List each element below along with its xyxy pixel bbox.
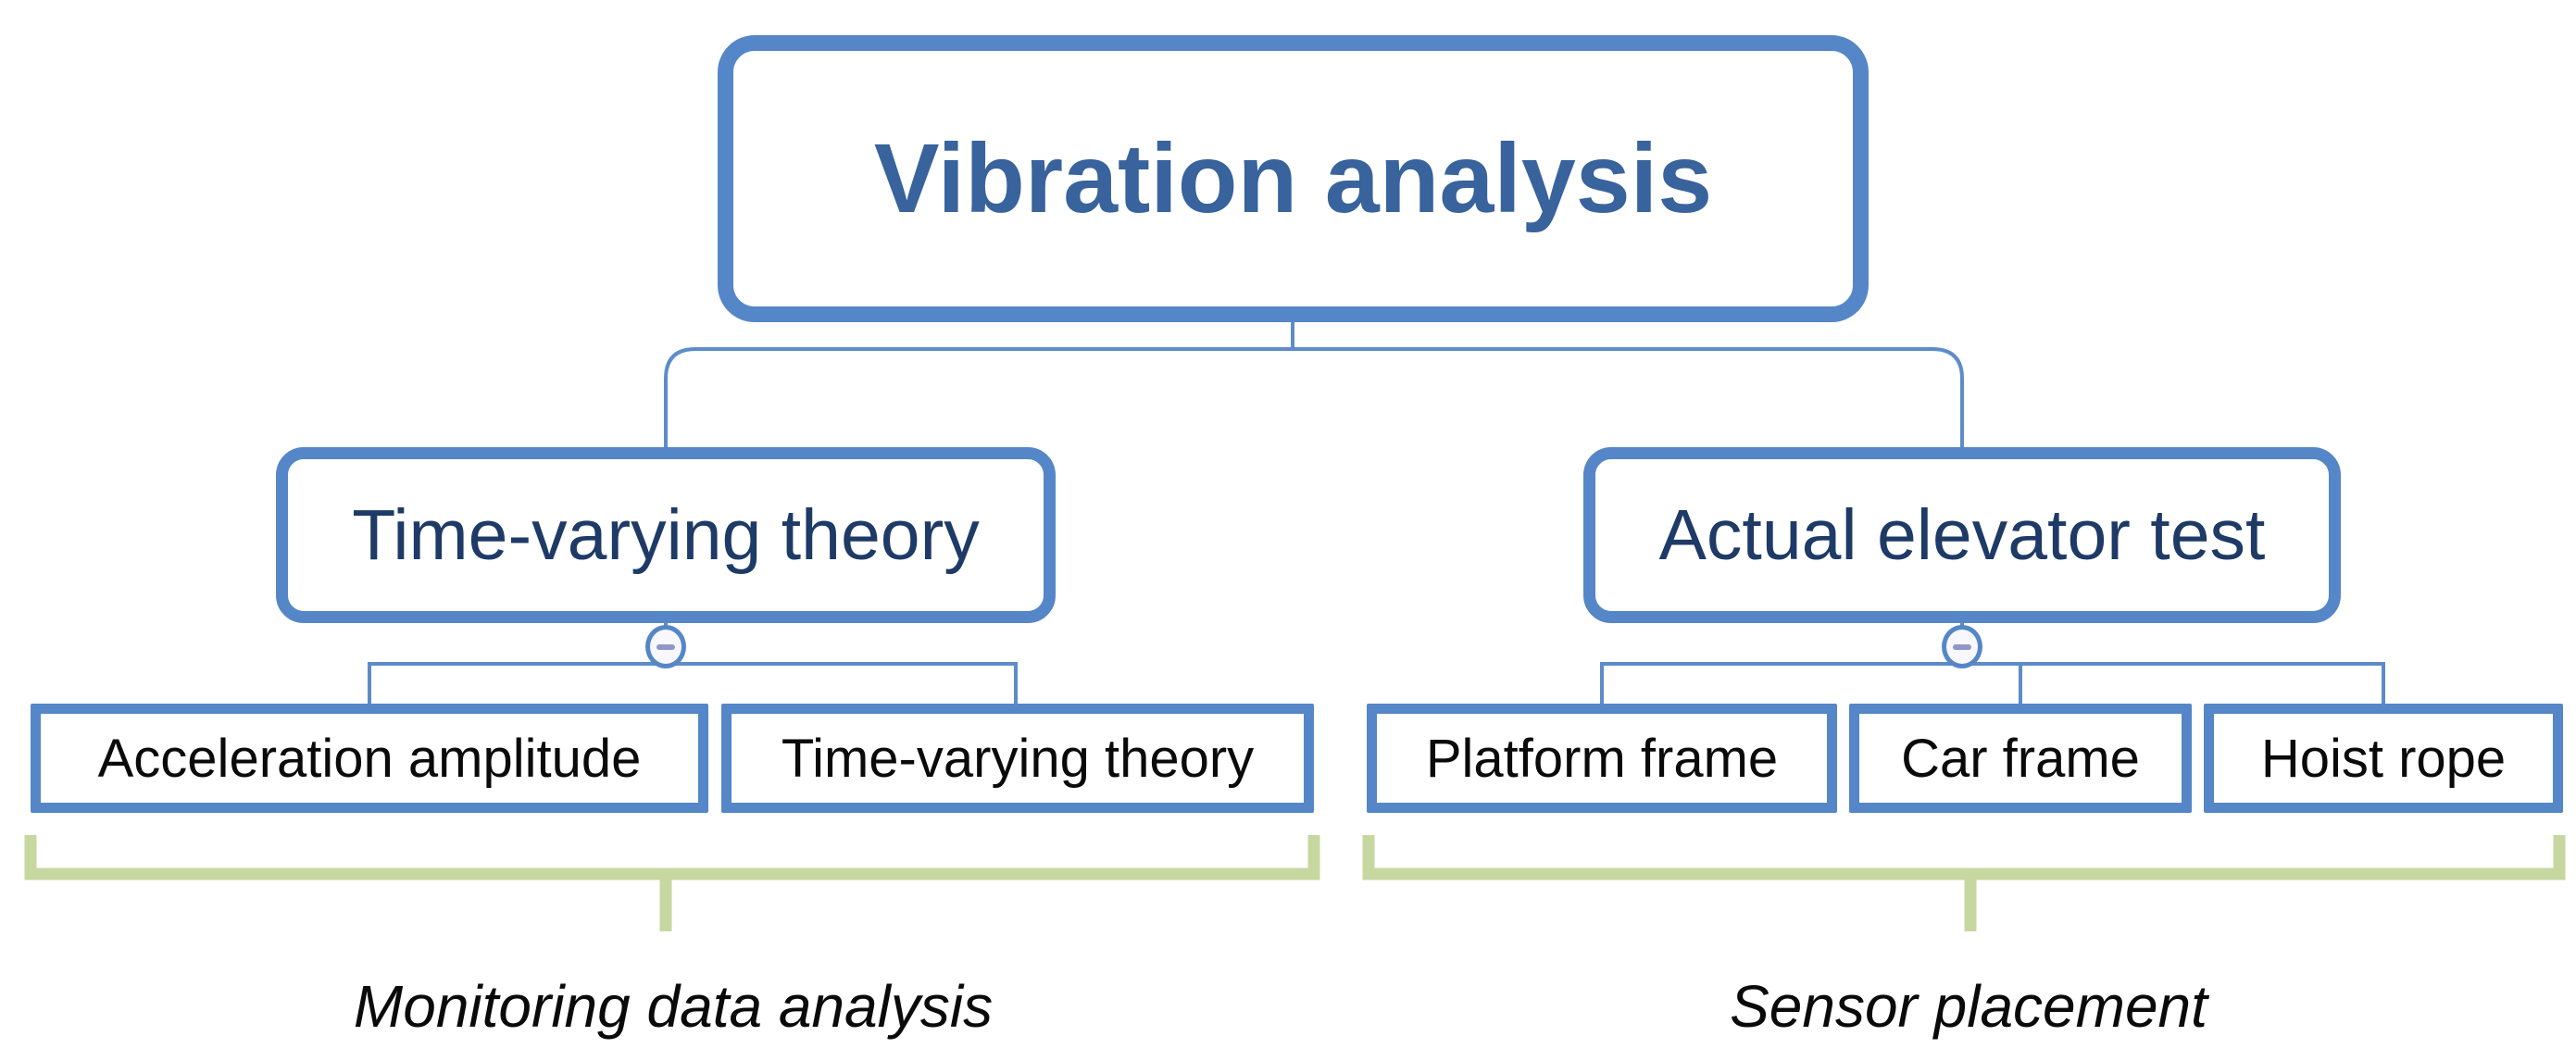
node-actual-elevator-test[interactable]: Actual elevator test	[1583, 447, 2341, 623]
node-platform-frame[interactable]: Platform frame	[1367, 704, 1837, 813]
node-car-frame[interactable]: Car frame	[1849, 704, 2192, 813]
left-branch-rail	[368, 662, 1018, 704]
node-acceleration-amplitude[interactable]: Acceleration amplitude	[31, 704, 708, 813]
right-group-bracket	[1362, 835, 2566, 880]
minus-icon	[657, 643, 675, 650]
leaf-label: Platform frame	[1425, 728, 1779, 789]
node-hoist-rope[interactable]: Hoist rope	[2204, 704, 2563, 813]
branch-label: Actual elevator test	[1658, 494, 2266, 575]
collapse-button-right[interactable]	[1942, 625, 1982, 668]
leaf-label: Hoist rope	[2260, 728, 2507, 789]
branch-label: Time-varying theory	[352, 494, 980, 575]
leaf-label: Acceleration amplitude	[97, 728, 642, 789]
right-branch-rail	[1600, 662, 2385, 704]
group-label-sensor-placement: Sensor placement	[1730, 973, 2207, 1040]
minus-icon	[1953, 643, 1971, 650]
root-to-branches-rail	[664, 347, 1964, 447]
group-label-monitoring-data-analysis: Monitoring data analysis	[353, 973, 994, 1040]
left-group-bracket	[24, 835, 1320, 880]
leaf-label: Car frame	[1901, 728, 2140, 789]
root-label: Vibration analysis	[873, 123, 1713, 233]
leaf-label: Time-varying theory	[781, 728, 1255, 789]
node-time-varying-theory-leaf[interactable]: Time-varying theory	[721, 704, 1314, 813]
collapse-button-left[interactable]	[645, 625, 686, 668]
node-vibration-analysis[interactable]: Vibration analysis	[718, 35, 1869, 322]
node-time-varying-theory[interactable]: Time-varying theory	[276, 447, 1056, 623]
